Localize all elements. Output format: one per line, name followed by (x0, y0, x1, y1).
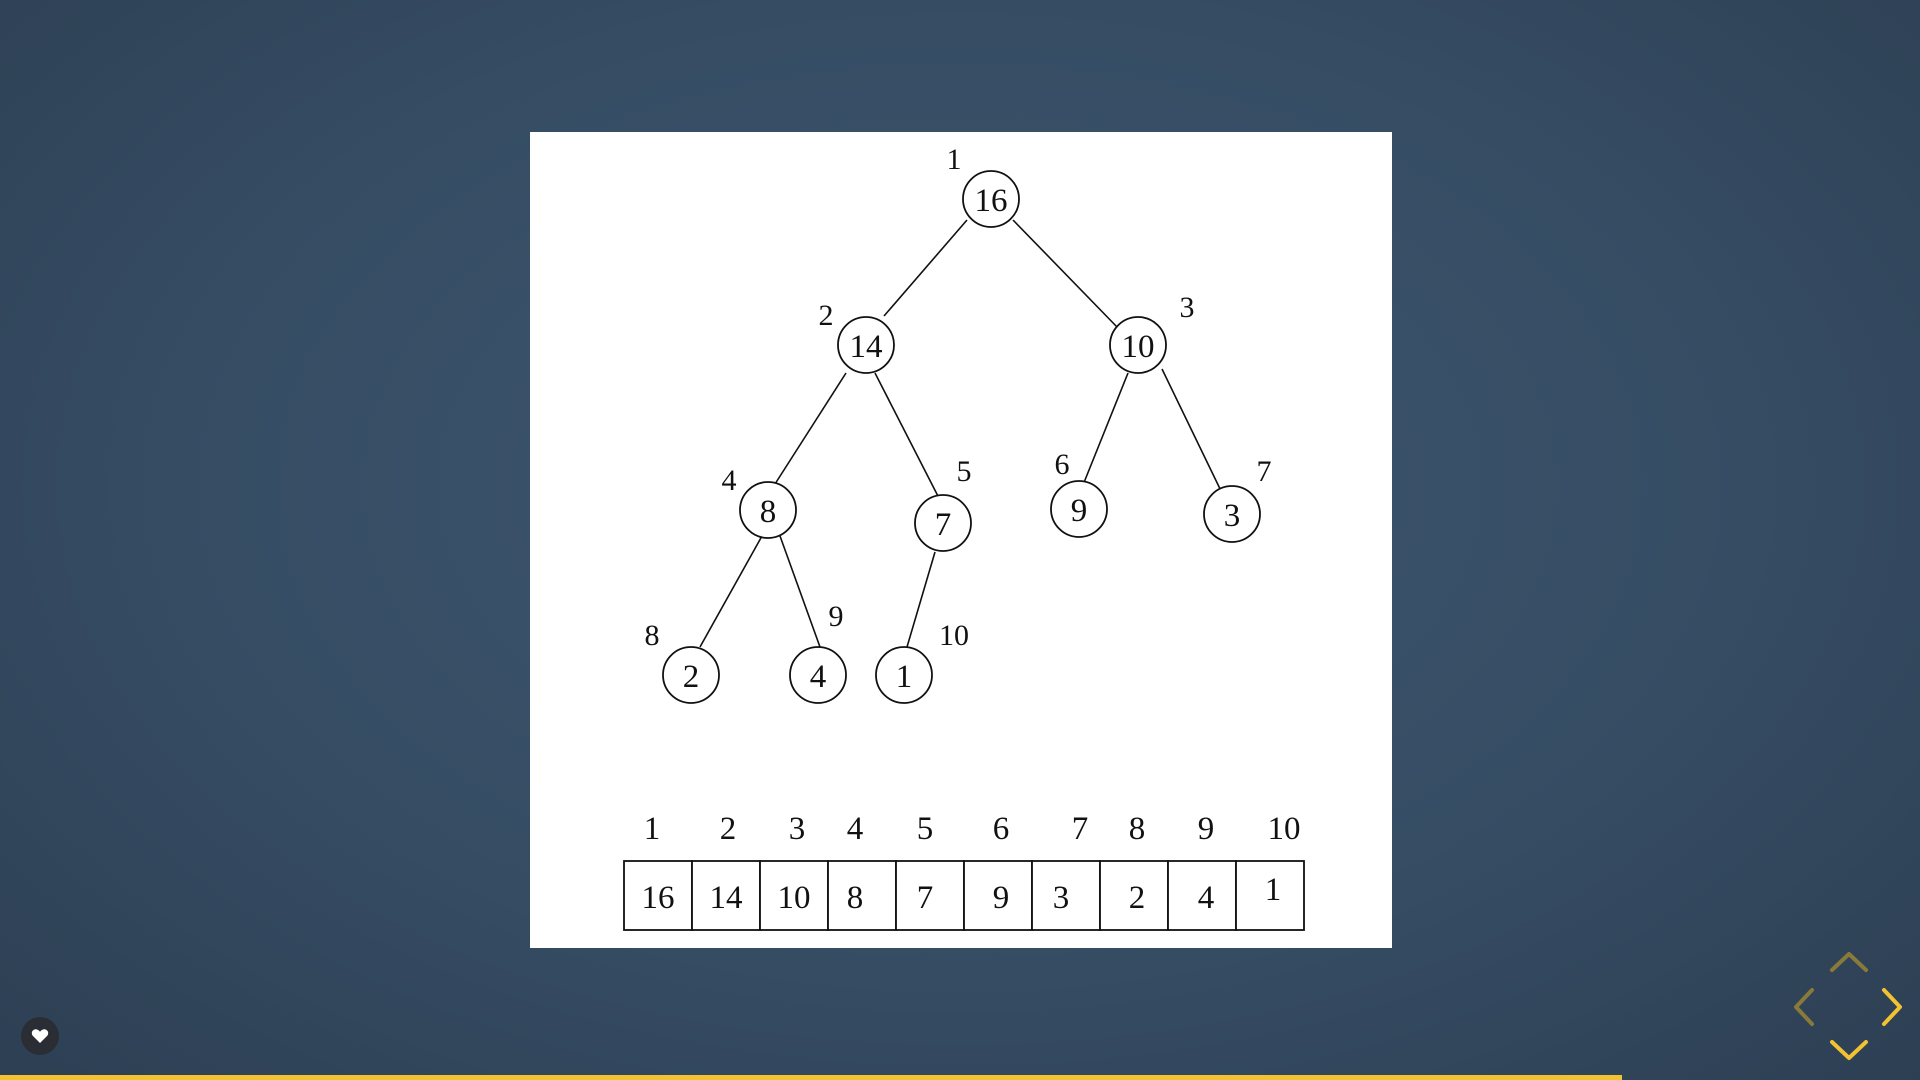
array-index-label: 7 (1072, 811, 1089, 847)
array-value: 1 (1265, 872, 1282, 908)
heap-node: 7 5 (914, 455, 972, 552)
node-circle (837, 316, 895, 374)
node-index: 9 (829, 600, 844, 633)
array-cell (1099, 860, 1169, 931)
array-value: 9 (993, 880, 1010, 916)
node-index: 10 (939, 619, 969, 652)
edge-4-9 (779, 535, 821, 648)
array-index-label: 3 (789, 811, 806, 847)
array-value: 14 (710, 880, 743, 916)
slide-navigation (1788, 950, 1908, 1065)
edge-1-3 (1012, 219, 1119, 329)
node-index: 5 (957, 455, 972, 488)
arrow-down-icon[interactable] (1828, 1038, 1870, 1062)
heap-node: 1 10 (875, 619, 969, 704)
node-index: 3 (1180, 291, 1195, 324)
array-value: 3 (1053, 880, 1070, 916)
heap-node: 10 3 (1109, 291, 1195, 374)
heap-node: 16 1 (947, 143, 1020, 228)
array-cell (623, 860, 693, 931)
array-cell (691, 860, 761, 931)
node-value: 7 (935, 507, 952, 543)
heap-node: 14 2 (819, 299, 895, 374)
array-value: 4 (1198, 880, 1215, 916)
node-value: 9 (1071, 493, 1088, 529)
arrow-left-icon[interactable] (1792, 986, 1816, 1028)
node-index: 2 (819, 299, 834, 332)
arrow-right-icon[interactable] (1880, 986, 1904, 1028)
node-index: 7 (1257, 455, 1272, 488)
heart-icon (31, 1029, 49, 1043)
tree-edges (699, 219, 1224, 648)
edge-3-6 (1082, 372, 1129, 486)
array-cell (963, 860, 1033, 931)
array-index-label: 9 (1198, 811, 1215, 847)
node-index: 6 (1055, 448, 1070, 481)
edge-5-10 (906, 551, 936, 648)
heap-node: 2 8 (645, 619, 720, 704)
array-cells: 16 14 10 8 7 9 3 2 4 1 (623, 860, 1305, 931)
edge-4-8 (699, 535, 763, 648)
array-cell (827, 860, 897, 931)
node-circle (739, 481, 797, 539)
array-cell (759, 860, 829, 931)
node-circle (1050, 480, 1108, 538)
heap-node: 8 4 (722, 464, 797, 539)
array-index-row: 1 2 3 4 5 6 7 8 9 10 (644, 811, 1301, 847)
array-index-label: 4 (847, 811, 864, 847)
node-value: 2 (683, 659, 700, 695)
array-index-label: 8 (1129, 811, 1146, 847)
node-value: 16 (975, 183, 1008, 219)
edge-1-2 (883, 219, 968, 317)
array-value: 10 (778, 880, 811, 916)
node-circle (1203, 485, 1261, 543)
node-circle (662, 646, 720, 704)
node-circle (789, 646, 847, 704)
binary-heap-diagram: 16 1 14 2 10 3 8 4 7 5 9 (623, 143, 1305, 931)
node-index: 4 (722, 464, 737, 497)
heap-node: 3 7 (1203, 455, 1272, 543)
node-value: 3 (1224, 498, 1241, 534)
array-value: 16 (642, 880, 675, 916)
node-circle (875, 646, 933, 704)
node-circle (914, 494, 972, 552)
array-value: 7 (917, 880, 934, 916)
progress-bar (0, 1075, 1920, 1080)
node-value: 4 (810, 659, 827, 695)
node-index: 1 (947, 143, 962, 176)
node-circle (962, 170, 1020, 228)
array-cell (1167, 860, 1237, 931)
array-index-label: 1 (644, 811, 661, 847)
array-cell (1031, 860, 1101, 931)
node-value: 8 (760, 494, 777, 530)
array-index-label: 6 (993, 811, 1010, 847)
node-circle (1109, 316, 1167, 374)
arrow-up-icon[interactable] (1828, 950, 1870, 974)
edge-2-4 (774, 372, 847, 485)
progress-fill (0, 1075, 1623, 1080)
like-button[interactable] (21, 1017, 59, 1055)
array-cell (1235, 860, 1305, 931)
edge-2-5 (874, 372, 942, 503)
array-index-label: 2 (720, 811, 737, 847)
array-index-label: 10 (1268, 811, 1301, 847)
node-value: 10 (1122, 329, 1155, 365)
array-index-label: 5 (917, 811, 934, 847)
node-value: 1 (896, 659, 913, 695)
heap-figure: 16 1 14 2 10 3 8 4 7 5 9 (530, 132, 1392, 948)
node-value: 14 (850, 329, 883, 365)
heap-node: 4 9 (789, 600, 847, 704)
heap-node: 9 6 (1050, 448, 1108, 538)
node-index: 8 (645, 619, 660, 652)
array-value: 2 (1129, 880, 1146, 916)
edge-3-7 (1161, 368, 1224, 496)
array-value: 8 (847, 880, 864, 916)
